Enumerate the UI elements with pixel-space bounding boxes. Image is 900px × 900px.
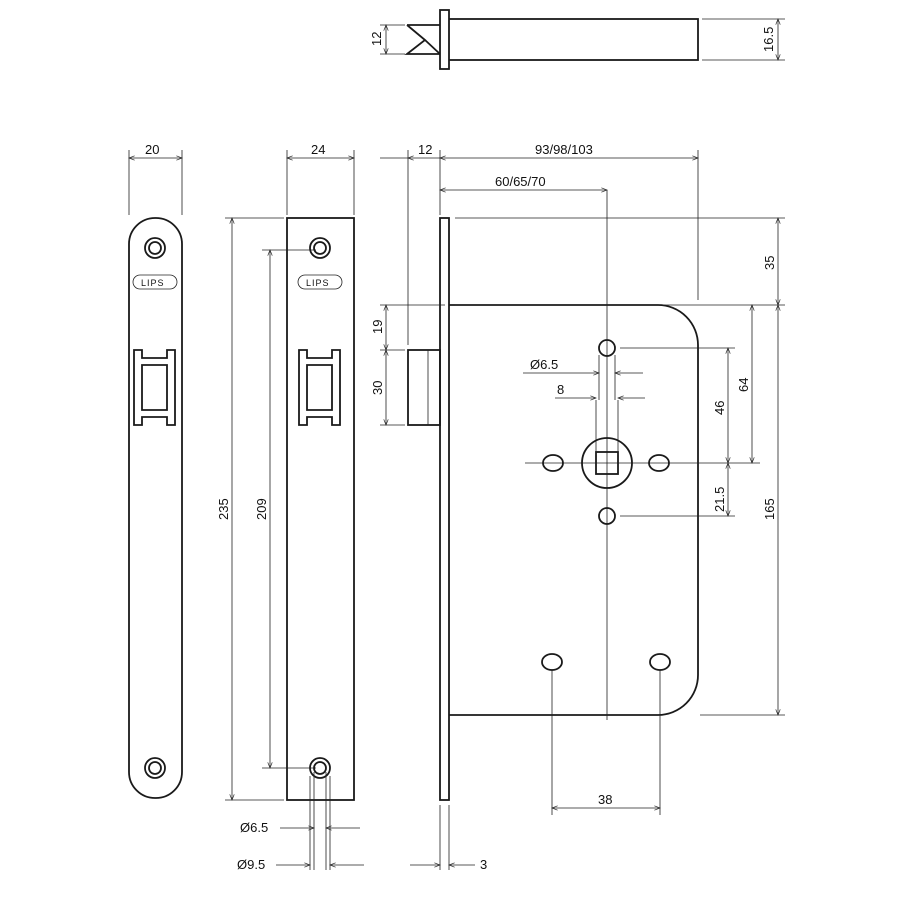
- dim-latch-top-offset: 19: [370, 320, 385, 334]
- dim-spindle-square: 8: [557, 382, 564, 397]
- dim-top-latch-height: 12: [369, 32, 384, 46]
- logo-text-2: LIPS: [306, 278, 330, 288]
- dim-hole-to-follower: 46: [712, 401, 727, 415]
- dim-follower-to-lower: 21.5: [712, 487, 727, 512]
- dim-plate-length: 235: [216, 498, 231, 520]
- dim-faceplate-thickness: 3: [480, 857, 487, 872]
- dim-hole-diameter-large: Ø9.5: [237, 857, 265, 872]
- lock-case-side-view: 12 93/98/103 60/65/70 35 165 64 46 21.5 …: [370, 142, 785, 872]
- dim-latch-offset: 12: [418, 142, 432, 157]
- dim-case-height: 165: [762, 498, 777, 520]
- logo-text: LIPS: [141, 278, 165, 288]
- dim-plate2-width: 24: [311, 142, 325, 157]
- dim-plate1-width: 20: [145, 142, 159, 157]
- dim-hole-spacing: 209: [254, 498, 269, 520]
- dim-hole-diameter-small: Ø6.5: [240, 820, 268, 835]
- dim-latch-height: 30: [370, 381, 385, 395]
- dim-follower-to-top: 64: [736, 378, 751, 392]
- dim-lower-hole-spacing: 38: [598, 792, 612, 807]
- front-plate-square: LIPS 24 235 209 Ø6.5 Ø9.5: [216, 142, 364, 872]
- dim-backset: 60/65/70: [495, 174, 546, 189]
- dim-case-depth: 93/98/103: [535, 142, 593, 157]
- top-view: 12 16.5: [369, 9, 785, 70]
- logo-oval: [132, 274, 178, 290]
- dim-hole-diameter-case: Ø6.5: [530, 357, 558, 372]
- front-plate-rounded: LIPS 20: [128, 142, 183, 799]
- dim-top-to-case: 35: [762, 256, 777, 270]
- dim-top-body-height: 16.5: [761, 27, 776, 52]
